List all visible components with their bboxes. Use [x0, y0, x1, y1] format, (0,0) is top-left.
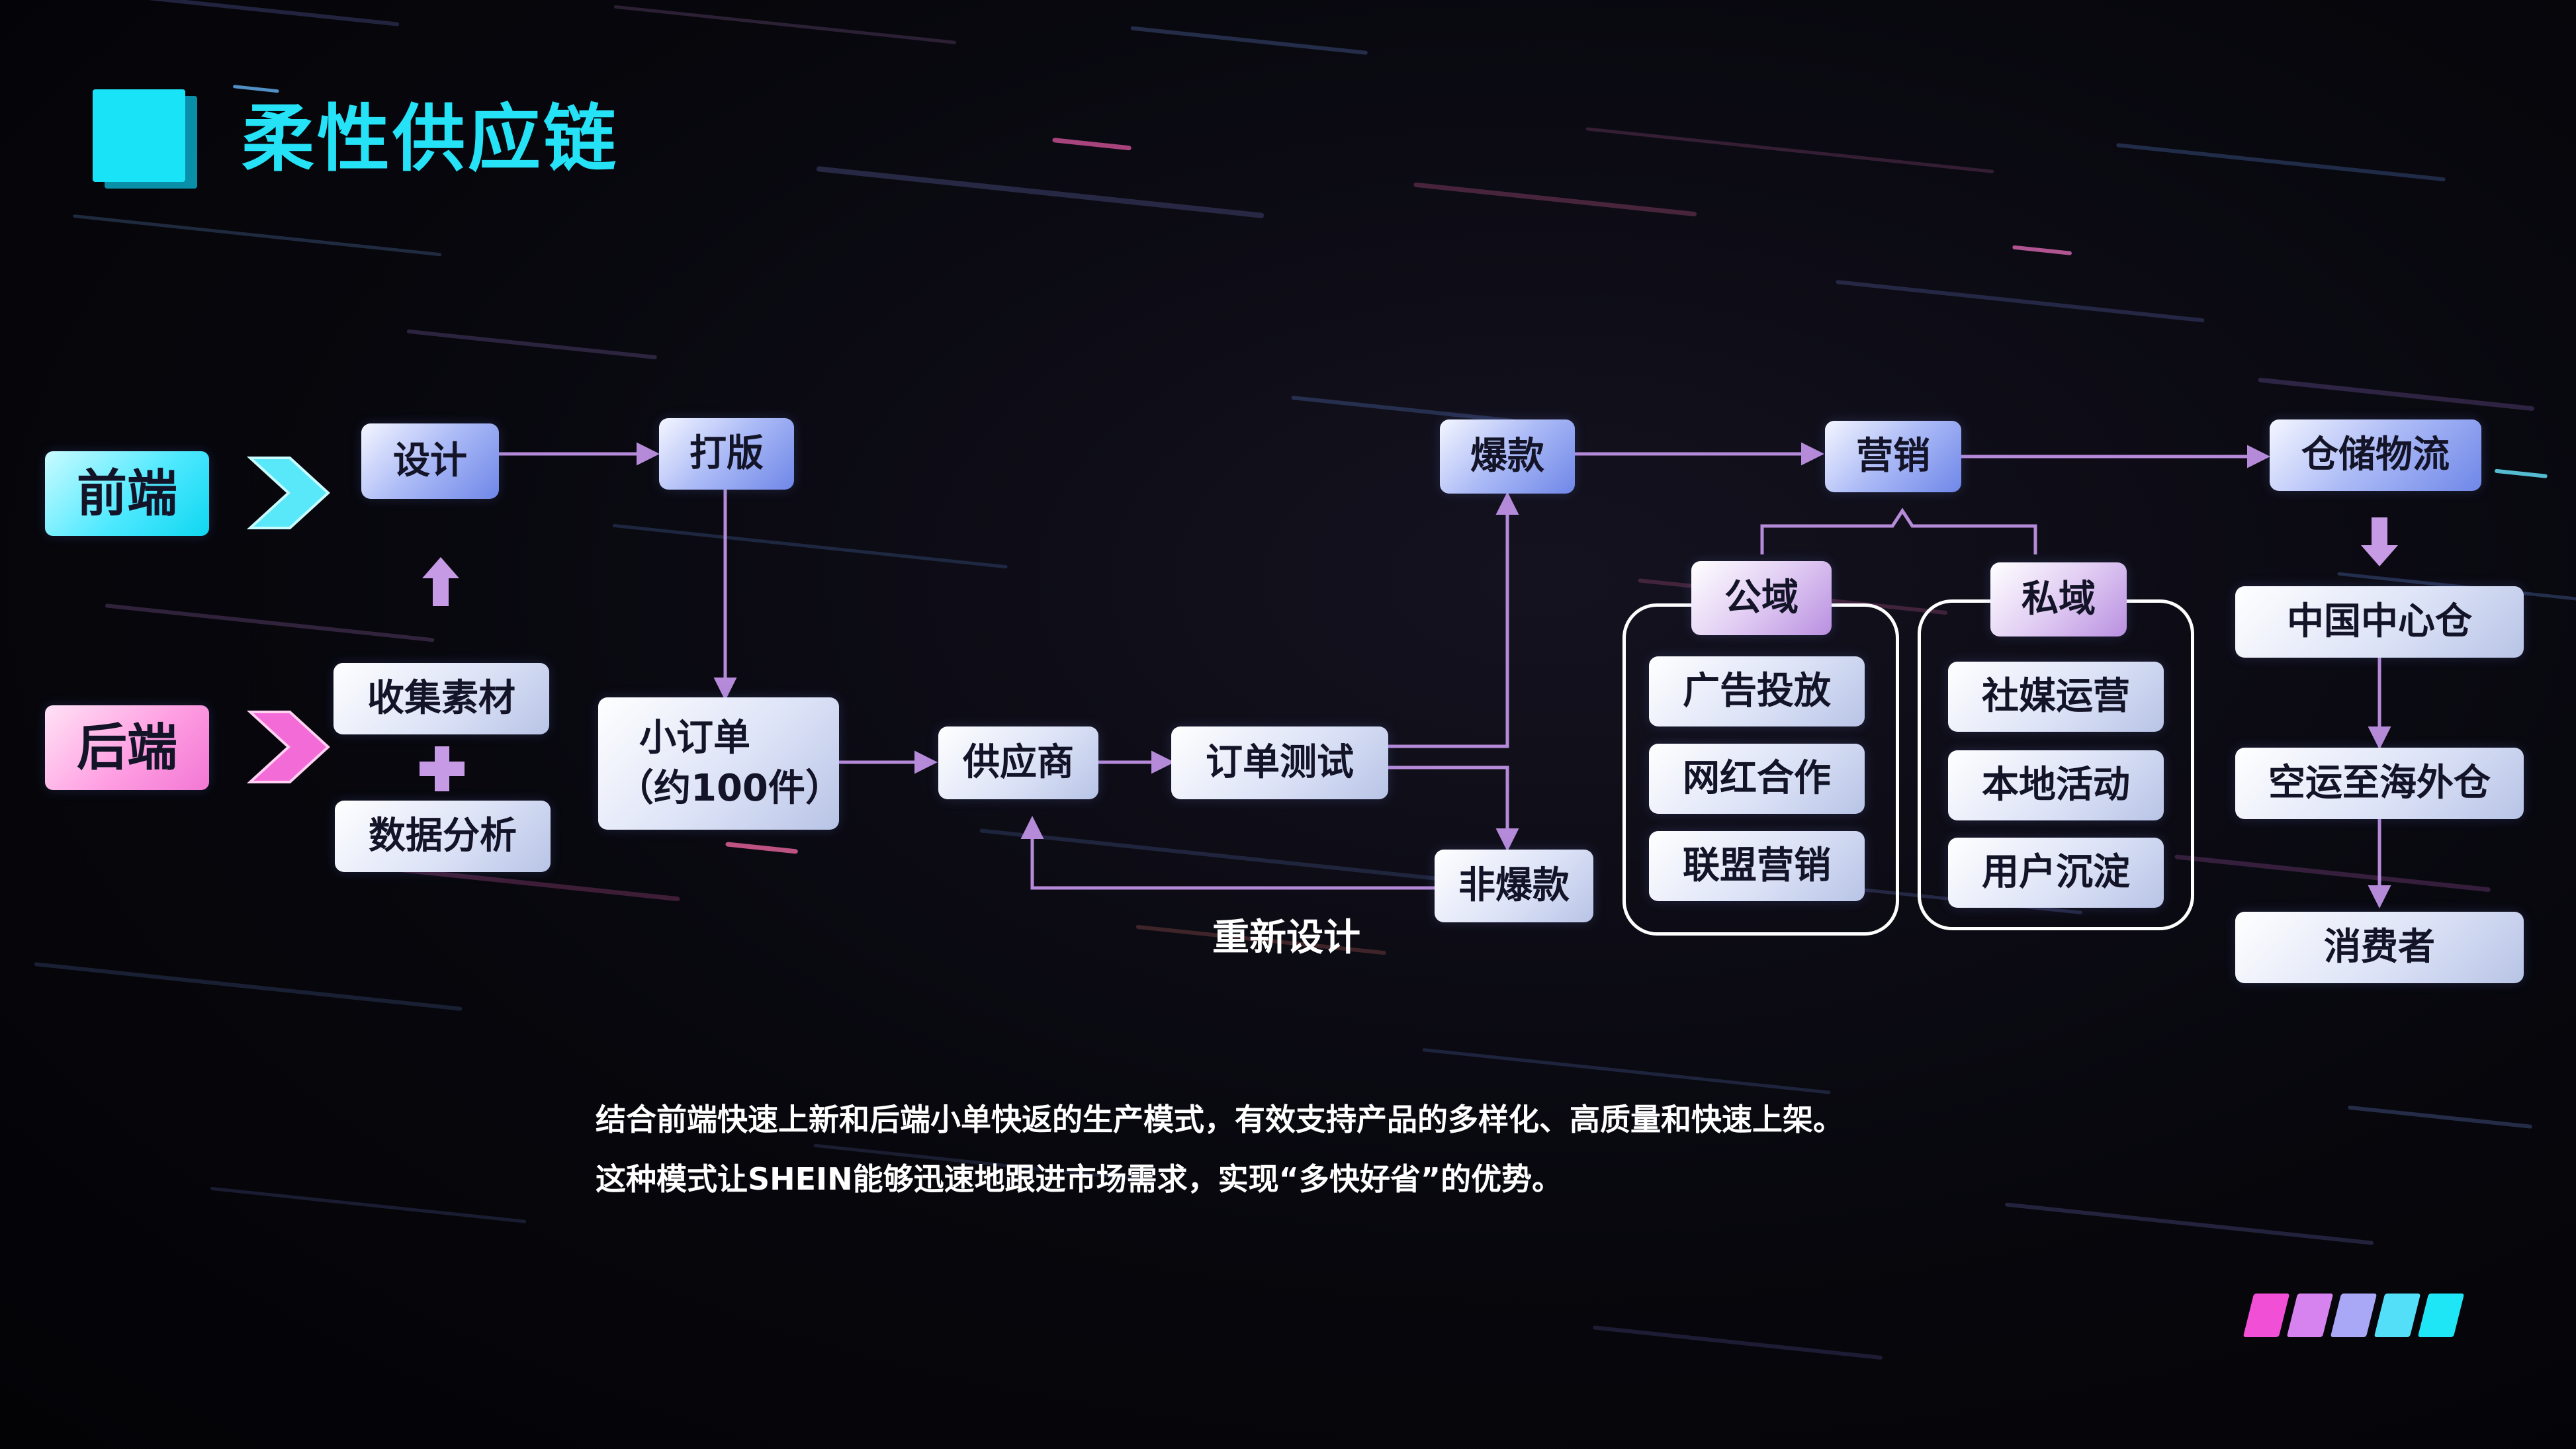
- page-title: 柔性供应链: [242, 97, 619, 181]
- node-public-domain: 公域: [1691, 561, 1832, 635]
- summary-line-1: 结合前端快速上新和后端小单快返的生产模式，有效支持产品的多样化、高质量和快速上架…: [596, 1102, 1843, 1137]
- plus-icon: [420, 746, 465, 791]
- node-hit-product: 爆款: [1440, 419, 1575, 494]
- front-end-label: 前端: [45, 451, 209, 536]
- logistics-consumer: 消费者: [2235, 912, 2524, 983]
- node-order-test: 订单测试: [1171, 726, 1388, 799]
- small-order-line2: （约100件）: [617, 767, 842, 810]
- private-item-user-retention: 用户沉淀: [1948, 838, 2164, 908]
- logistics-overseas-warehouse: 空运至海外仓: [2235, 748, 2524, 819]
- private-item-local-events: 本地活动: [1948, 750, 2164, 820]
- node-supplier: 供应商: [938, 726, 1098, 799]
- arrow-up-icon: [422, 557, 459, 606]
- arrow-down-icon: [2361, 517, 2398, 566]
- node-non-hit-product: 非爆款: [1435, 850, 1593, 922]
- public-item-affiliate: 联盟营销: [1649, 831, 1865, 901]
- back-end-label: 后端: [45, 705, 209, 790]
- public-item-influencer: 网红合作: [1649, 744, 1865, 814]
- small-order-line1: 小订单: [639, 717, 750, 760]
- public-item-ads: 广告投放: [1649, 656, 1865, 726]
- chevron-right-icon: [246, 457, 330, 529]
- node-warehouse-logistics: 仓储物流: [2270, 419, 2481, 491]
- node-collect-materials: 收集素材: [333, 663, 549, 734]
- node-private-domain: 私域: [1990, 562, 2127, 637]
- node-data-analysis: 数据分析: [335, 801, 551, 872]
- title-square: [93, 89, 185, 182]
- node-pattern: 打版: [659, 418, 794, 490]
- summary-line-2: 这种模式让SHEIN能够迅速地跟进市场需求，实现“多快好省”的优势。: [596, 1161, 1563, 1197]
- chevron-right-icon: [246, 711, 330, 783]
- private-item-social: 社媒运营: [1948, 662, 2164, 732]
- node-design: 设计: [361, 423, 499, 499]
- node-marketing: 营销: [1825, 421, 1961, 492]
- node-small-order: 小订单 （约100件）: [598, 697, 842, 830]
- redesign-label: 重新设计: [1212, 916, 1360, 959]
- logistics-china-warehouse: 中国中心仓: [2235, 586, 2524, 658]
